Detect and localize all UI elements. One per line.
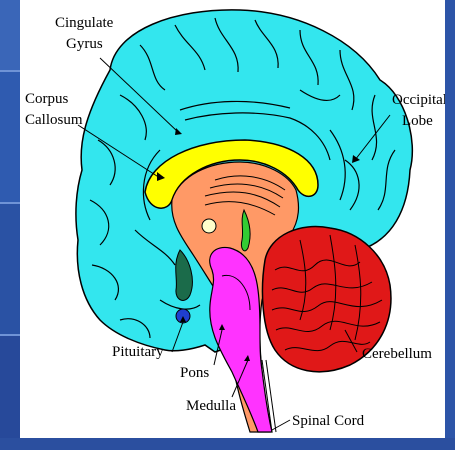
label-pituitary: Pituitary (112, 344, 164, 360)
label-pons: Pons (180, 365, 209, 381)
label-cerebellum: Cerebellum (362, 346, 432, 362)
label-medulla: Medulla (186, 398, 236, 414)
slide-right-band (445, 0, 455, 450)
label-occipital-line2: Lobe (402, 113, 433, 129)
label-corpus-line2: Callosum (25, 112, 83, 128)
thalamus-dot (202, 219, 216, 233)
label-occipital-line1: Occipital (392, 92, 445, 108)
label-cingulate-line1: Cingulate (55, 15, 114, 31)
diagram-board: Cingulate Gyrus Corpus Callosum Occipita… (20, 0, 445, 438)
slide-bottom-band (0, 438, 455, 450)
label-cingulate-line2: Gyrus (66, 36, 103, 52)
label-spinal-cord: Spinal Cord (292, 413, 365, 429)
brain-diagram: Cingulate Gyrus Corpus Callosum Occipita… (20, 0, 445, 438)
slide-left-band (0, 0, 20, 450)
label-corpus-line1: Corpus (25, 91, 69, 107)
